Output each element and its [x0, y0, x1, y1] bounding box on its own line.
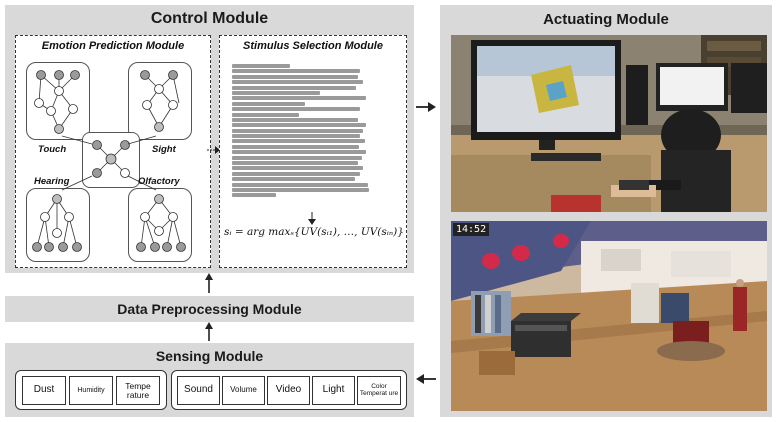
olfactory-cluster: [128, 188, 192, 262]
code-to-formula-arrow: [308, 212, 316, 225]
stimulus-selection-title: Stimulus Selection Module: [243, 40, 383, 52]
temperature-sensor: Tempe rature: [116, 376, 160, 405]
person-at-workstation-photo: [451, 35, 767, 212]
sight-cluster: [128, 62, 192, 140]
color-temperature-sensor: Color Temperat ure: [357, 376, 401, 405]
emotion-to-stimulus-arrow: [207, 146, 220, 154]
humidity-sensor: Humidity: [69, 376, 113, 405]
workstation-photo: [451, 35, 767, 212]
data-preprocessing-title: Data Preprocessing Module: [117, 301, 302, 317]
control-module-title: Control Module: [150, 10, 269, 27]
actuating-to-sensing-arrow: [416, 374, 436, 384]
actuating-module-title: Actuating Module: [543, 11, 669, 28]
environment-sensor-group: Dust Humidity Tempe rature: [15, 370, 167, 410]
virtual-store-photo: 14:52: [451, 221, 767, 411]
touch-network-graph: [34, 70, 80, 134]
central-hub-graph: [92, 140, 130, 178]
stimulus-selection-box: Stimulus Selection Module sᵢ = arg maxₛ{…: [219, 35, 407, 268]
olfactory-label: Olfactory: [138, 176, 180, 187]
hearing-network-graph: [32, 194, 82, 252]
actuating-module-panel: Actuating Module: [440, 5, 772, 417]
control-module-panel: Control Module Emotion Prediction Module: [5, 5, 414, 273]
touch-label: Touch: [38, 144, 67, 155]
emotion-prediction-title: Emotion Prediction Module: [41, 40, 185, 52]
hearing-cluster: [26, 188, 90, 262]
light-sensor: Light: [312, 376, 355, 405]
cluster-links: [61, 135, 157, 191]
hearing-label: Hearing: [34, 176, 70, 187]
control-to-actuating-arrow: [416, 102, 436, 112]
virtual-store-scene: [451, 221, 767, 411]
sight-label: Sight: [152, 144, 176, 155]
xml-code-listing: [232, 64, 378, 214]
sound-sensor: Sound: [177, 376, 220, 405]
touch-cluster: [26, 62, 90, 140]
preprocessing-to-control-arrow: [205, 273, 213, 293]
olfactory-network-graph: [136, 194, 186, 252]
volume-sensor: Volume: [222, 376, 265, 405]
sensing-module-panel: Sensing Module Dust Humidity Tempe ratur…: [5, 343, 414, 417]
dust-sensor: Dust: [22, 376, 66, 405]
video-sensor: Video: [267, 376, 310, 405]
sight-network-graph: [140, 70, 180, 132]
stimulus-formula: sᵢ = arg maxₛ{UV(sᵢ₁), …, UV(sᵢₙ)}: [224, 226, 404, 238]
media-sensor-group: Sound Volume Video Light Color Temperat …: [171, 370, 407, 410]
sensing-to-preprocessing-arrow: [205, 322, 213, 341]
emotion-prediction-box: Emotion Prediction Module: [15, 35, 211, 268]
central-emotion-hub: [82, 132, 140, 188]
data-preprocessing-panel: Data Preprocessing Module: [5, 296, 414, 322]
sensing-module-title: Sensing Module: [155, 348, 264, 364]
scene-timer: 14:52: [453, 223, 490, 236]
